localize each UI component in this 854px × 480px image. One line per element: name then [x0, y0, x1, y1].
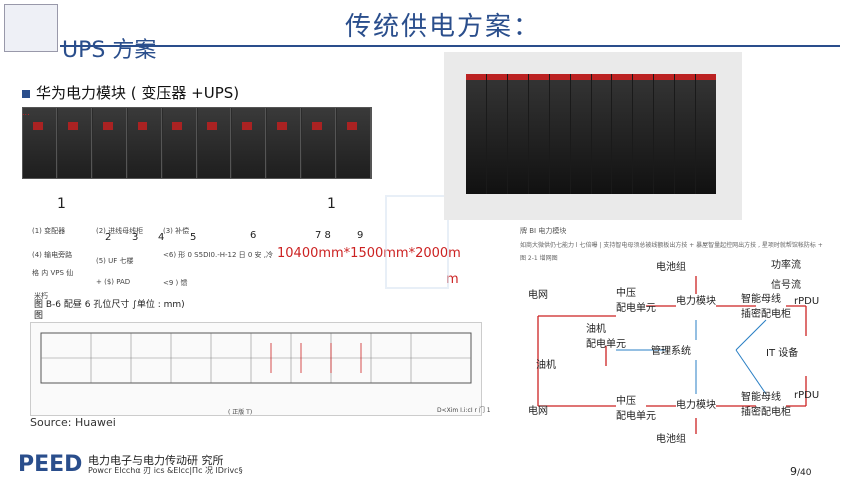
diagram-header-desc: 如商大微供仍七能力 l 七倍曝 | 支持智电母须总被线额板出方技 + 暴屋智量起…	[520, 242, 823, 249]
legend-power-flow: 功率流	[771, 260, 801, 271]
slide-title: 传统供电方案：	[345, 12, 542, 42]
lab-name-en: Powcr Elcchα 刃 ics &Elcc|Πc 况 lDrivc§	[88, 466, 243, 475]
label-grid-top: 电网	[528, 290, 548, 301]
page-number: 9/40	[790, 465, 811, 478]
power-module-photo	[444, 52, 742, 220]
label-smart-busway-bottom: 智能母线 插密配电柜	[741, 392, 791, 418]
source-note: Source: Huawei	[30, 416, 116, 429]
label-battery-top: 电池组	[656, 262, 686, 273]
label-battery-bottom: 电池组	[656, 434, 686, 445]
label-generator: 油机	[536, 360, 556, 371]
table-cell: <6) 形 0 S5DI0.-H-12 日 0 安 ,冷	[163, 251, 274, 259]
table-num-4: 4	[158, 232, 165, 243]
slide-subtitle: UPS 方案	[62, 38, 157, 63]
component-table: (1) 变配器 (2) 进线母线柜 (3) 补偿 (4) 输电旁路 (5) UF…	[28, 222, 278, 292]
legend-signal-flow: 信号流	[771, 280, 801, 291]
label-mv-unit-bottom: 中压 配电单元	[616, 396, 656, 422]
bullet-text: 华为电力模块 ( 变压器 +UPS)	[36, 84, 240, 102]
layout-drawing-svg	[40, 332, 472, 384]
label-oil-unit: 油机 配电单元	[586, 324, 626, 350]
cabinet-row-image	[22, 107, 372, 179]
table-num-6: 6	[250, 230, 257, 241]
table-cell: (3) 补偿	[163, 227, 190, 235]
label-power-module-top: 电力模块	[676, 296, 716, 307]
callout-1b: 1	[327, 196, 336, 212]
drawing-caption: 图 B-6 配昼 6 孔位尺寸 ∫单位 : mm) 图	[34, 300, 185, 321]
table-num-78: 7 8	[315, 230, 331, 241]
label-power-module-bottom: 电力模块	[676, 400, 716, 411]
table-cell: <9 ) 馈	[163, 279, 188, 287]
layout-drawing	[30, 322, 482, 416]
table-cell: (4) 输电旁路	[32, 251, 73, 259]
power-distribution-diagram: 电池组 功率流 信号流 电网 中压 配电单元 电力模块 智能母线 插密配电柜 r…	[516, 256, 846, 461]
lab-name-cn: 电力电子与电力传动研 究所	[88, 454, 224, 467]
table-cell: (1) 变配器	[32, 227, 66, 235]
drawing-prefix: 米朽	[34, 292, 48, 300]
table-num-9: 9	[357, 230, 364, 241]
bullet-square-icon	[22, 89, 30, 98]
label-grid-bottom: 电网	[528, 406, 548, 417]
table-num-2: 2	[105, 232, 112, 243]
dimensions-text: 10400mm*1500mm*2000m	[277, 246, 461, 261]
diagram-lines-svg	[537, 276, 807, 434]
diagram-header-title: 牌 BI 电力模块	[520, 227, 567, 235]
callout-1: 1	[57, 196, 66, 212]
table-cell: + ($) PAD	[96, 278, 131, 286]
drawing-footer-left: ( 正版 T)	[228, 409, 253, 416]
label-smart-busway-top: 智能母线 插密配电柜	[741, 294, 791, 320]
title-divider	[60, 45, 840, 47]
diagram-figure-label: 图 2-1 增网图	[520, 255, 558, 262]
label-it: IT 设备	[766, 348, 799, 359]
page-total: /40	[797, 468, 812, 478]
label-rpdu-top: rPDU	[794, 296, 820, 307]
label-mgmt: 管理系统	[651, 346, 691, 357]
label-mv-unit-top: 中压 配电单元	[616, 288, 656, 314]
dimensions-tail: m	[446, 272, 459, 287]
table-num-5: 5	[190, 232, 197, 243]
page-current: 9	[790, 465, 797, 478]
drawing-footer-right: D<Xim I.i:cI r 门 1	[437, 407, 491, 414]
bullet-item: 华为电力模块 ( 变压器 +UPS)	[22, 82, 239, 103]
cabinet-red-caption: ...	[22, 108, 30, 117]
cabinet-callouts: 1 1	[22, 178, 372, 218]
watermark-shape	[385, 195, 449, 289]
university-logo	[4, 4, 58, 52]
peed-logo: PEED	[18, 452, 83, 477]
label-rpdu-bottom: rPDU	[794, 390, 820, 401]
table-cell: (2) 进线母线柜	[96, 227, 144, 235]
table-cell: 格 内 VPS 仙	[32, 269, 74, 277]
table-cell: (5) UF 七楼	[96, 257, 134, 265]
table-num-3: 3	[132, 232, 139, 243]
